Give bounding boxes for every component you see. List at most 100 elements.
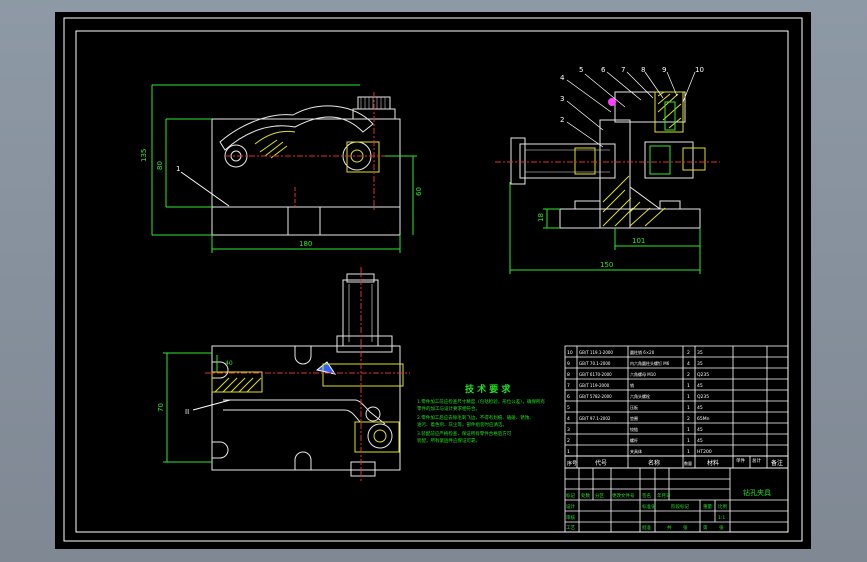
bom-row-3-qty: 1 bbox=[687, 427, 690, 433]
section-label: II bbox=[185, 408, 189, 416]
tb-scale-value: 1:1 bbox=[718, 515, 725, 521]
bom-header-code: 代号 bbox=[595, 459, 607, 467]
tb-weight: 重量 bbox=[703, 503, 712, 510]
tb-signature: 签名 bbox=[642, 492, 651, 499]
dim-height-total: 135 bbox=[140, 149, 148, 162]
top-arm bbox=[223, 399, 386, 425]
tb-standard: 标准化 bbox=[642, 503, 656, 510]
bom-row-2-name: 螺杆 bbox=[630, 437, 638, 443]
bom-header-no: 序号 bbox=[567, 460, 577, 467]
bom-row-6-code: GB/T 5782-2000 bbox=[579, 394, 612, 399]
bom-row-9-no: 9 bbox=[567, 361, 570, 367]
bom-row-1-mat: HT200 bbox=[697, 449, 712, 455]
bom-row-10-name: 圆柱销 6×20 bbox=[630, 349, 655, 355]
tb-design: 设计 bbox=[566, 503, 575, 510]
technical-notes: 技 术 要 求 1.零件加工前应检查尺寸精度（包括检验，形位公差），确保所有 零… bbox=[417, 383, 546, 444]
dim-base-h: 18 bbox=[537, 213, 545, 222]
bom-row-3-mat: 45 bbox=[697, 427, 703, 433]
note-line-2: 零件的加工与设计要求相符合。 bbox=[417, 405, 480, 412]
bom-row-4-qty: 2 bbox=[687, 416, 690, 422]
balloon-9: 9 bbox=[662, 66, 666, 74]
bom-row-6-qty: 1 bbox=[687, 394, 690, 400]
balloon-5: 5 bbox=[579, 66, 583, 74]
balloon-6: 6 bbox=[601, 66, 606, 74]
balloon-10: 10 bbox=[695, 66, 704, 74]
bom-table bbox=[564, 345, 789, 457]
cam-lever bbox=[219, 105, 374, 151]
balloon-2: 2 bbox=[560, 116, 564, 124]
outer-border bbox=[63, 17, 803, 542]
bom-row-9-code: GB/T 70.1-2000 bbox=[579, 361, 611, 366]
bom-row-2-qty: 1 bbox=[687, 438, 690, 444]
bom-row-1-no: 1 bbox=[567, 449, 570, 455]
dim-half-w: 101 bbox=[632, 237, 645, 245]
bom-row-2-mat: 45 bbox=[697, 438, 703, 444]
notes-title: 技 术 要 求 bbox=[465, 383, 511, 395]
title-block-labels: 标记 处数 分区 更改文件号 签名 年月日 设计 标准化 阶段标记 重量 比例 … bbox=[566, 488, 771, 531]
tb-change-doc: 更改文件号 bbox=[612, 492, 635, 499]
bom-row-8-code: GB/T 6170-2000 bbox=[579, 372, 612, 377]
top-body bbox=[211, 345, 401, 471]
bom-row-10-no: 10 bbox=[567, 350, 573, 356]
bom-row-8-mat: Q235 bbox=[697, 372, 709, 378]
bom-header-mat: 材料 bbox=[707, 459, 719, 467]
clamp-body bbox=[211, 118, 401, 236]
bom-row-6-no: 6 bbox=[567, 394, 570, 400]
note-line-4: 油污、着色剂、灰尘等。部件组装时应清洁。 bbox=[417, 421, 507, 428]
note-line-3: 2.零件加工后应去除毛刺飞边，不得有划痕、磕碰、锈蚀、 bbox=[417, 414, 534, 421]
tb-scale: 比例 bbox=[718, 503, 727, 510]
leader-1: 1 bbox=[176, 165, 180, 173]
bom-row-7-qty: 1 bbox=[687, 383, 690, 389]
tb-mark: 标记 bbox=[566, 492, 575, 499]
tb-review: 审核 bbox=[566, 514, 575, 521]
bom-row-5-name: 压板 bbox=[630, 404, 638, 410]
front-view: 135 80 180 60 1 bbox=[140, 84, 423, 253]
bom-row-4-mat: 65Mn bbox=[697, 416, 710, 422]
bom-row-10-code: GB/T 119.1-2000 bbox=[579, 350, 613, 355]
dim-top-left: 70 bbox=[157, 403, 165, 412]
bom-header-total: 总计 bbox=[752, 457, 761, 464]
bom-row-3-no: 3 bbox=[567, 427, 570, 433]
drawing-title: 钻孔夹具 bbox=[743, 488, 771, 497]
tb-sheets-total: 共 bbox=[667, 524, 672, 531]
drawing-sheet[interactable]: 135 80 180 60 1 bbox=[55, 12, 811, 549]
tb-date: 年月日 bbox=[657, 492, 671, 499]
side-view: 4 3 2 5 6 7 8 9 10 18 101 150 bbox=[495, 66, 720, 274]
bom-row-3-name: 铰链 bbox=[630, 426, 638, 432]
balloon-8: 8 bbox=[641, 66, 645, 74]
dim-total-w: 150 bbox=[600, 261, 613, 269]
dim-width: 180 bbox=[299, 240, 312, 248]
balloon-4: 4 bbox=[560, 74, 565, 82]
dim-top-mark: 40 bbox=[225, 360, 233, 367]
bom-row-5-mat: 45 bbox=[697, 405, 703, 411]
bom-header: 序号 代号 名称 数量 材料 单件 总计 备注 bbox=[564, 455, 789, 469]
dim-offset: 60 bbox=[415, 187, 423, 196]
bom-row-6-name: 六角头螺栓 bbox=[630, 393, 650, 399]
tb-process: 工艺 bbox=[566, 525, 575, 531]
bom-row-9-qty: 4 bbox=[687, 361, 690, 367]
bom-header-note: 备注 bbox=[771, 459, 783, 467]
bom-row-8-no: 8 bbox=[567, 372, 570, 378]
bom-row-4-no: 4 bbox=[567, 416, 570, 422]
bom-row-10-mat: 35 bbox=[697, 350, 703, 356]
side-screw bbox=[519, 143, 616, 179]
bom-header-qty: 数量 bbox=[684, 460, 692, 466]
bom-row-7-code: GB/T 119-2000 bbox=[579, 383, 610, 388]
tb-count: 处数 bbox=[581, 492, 590, 499]
tb-stage: 阶段标记 bbox=[671, 503, 689, 510]
tb-sheet-unit: 张 bbox=[719, 524, 724, 531]
bom-row-4-code: GB/T 97.1-2002 bbox=[579, 416, 611, 421]
bom-row-4-name: 垫圈 bbox=[630, 415, 638, 421]
bom-row-1-qty: 1 bbox=[687, 449, 690, 455]
note-line-5: 3.装配前应严格检查，保证所有零件合格后方可 bbox=[417, 430, 512, 437]
tb-sheets-unit: 张 bbox=[683, 524, 688, 531]
bom-row-10-qty: 2 bbox=[687, 350, 690, 356]
bom-row-1-name: 夹具体 bbox=[630, 448, 642, 454]
bom-row-5-qty: 1 bbox=[687, 405, 690, 411]
bom-row-7-mat: 45 bbox=[697, 383, 703, 389]
bom-header-single: 单件 bbox=[736, 457, 745, 464]
tb-sheet-no: 第 bbox=[703, 524, 708, 531]
note-line-6: 装配，所有紧固件应保证可靠。 bbox=[417, 437, 480, 444]
tb-approve: 批准 bbox=[642, 524, 651, 531]
